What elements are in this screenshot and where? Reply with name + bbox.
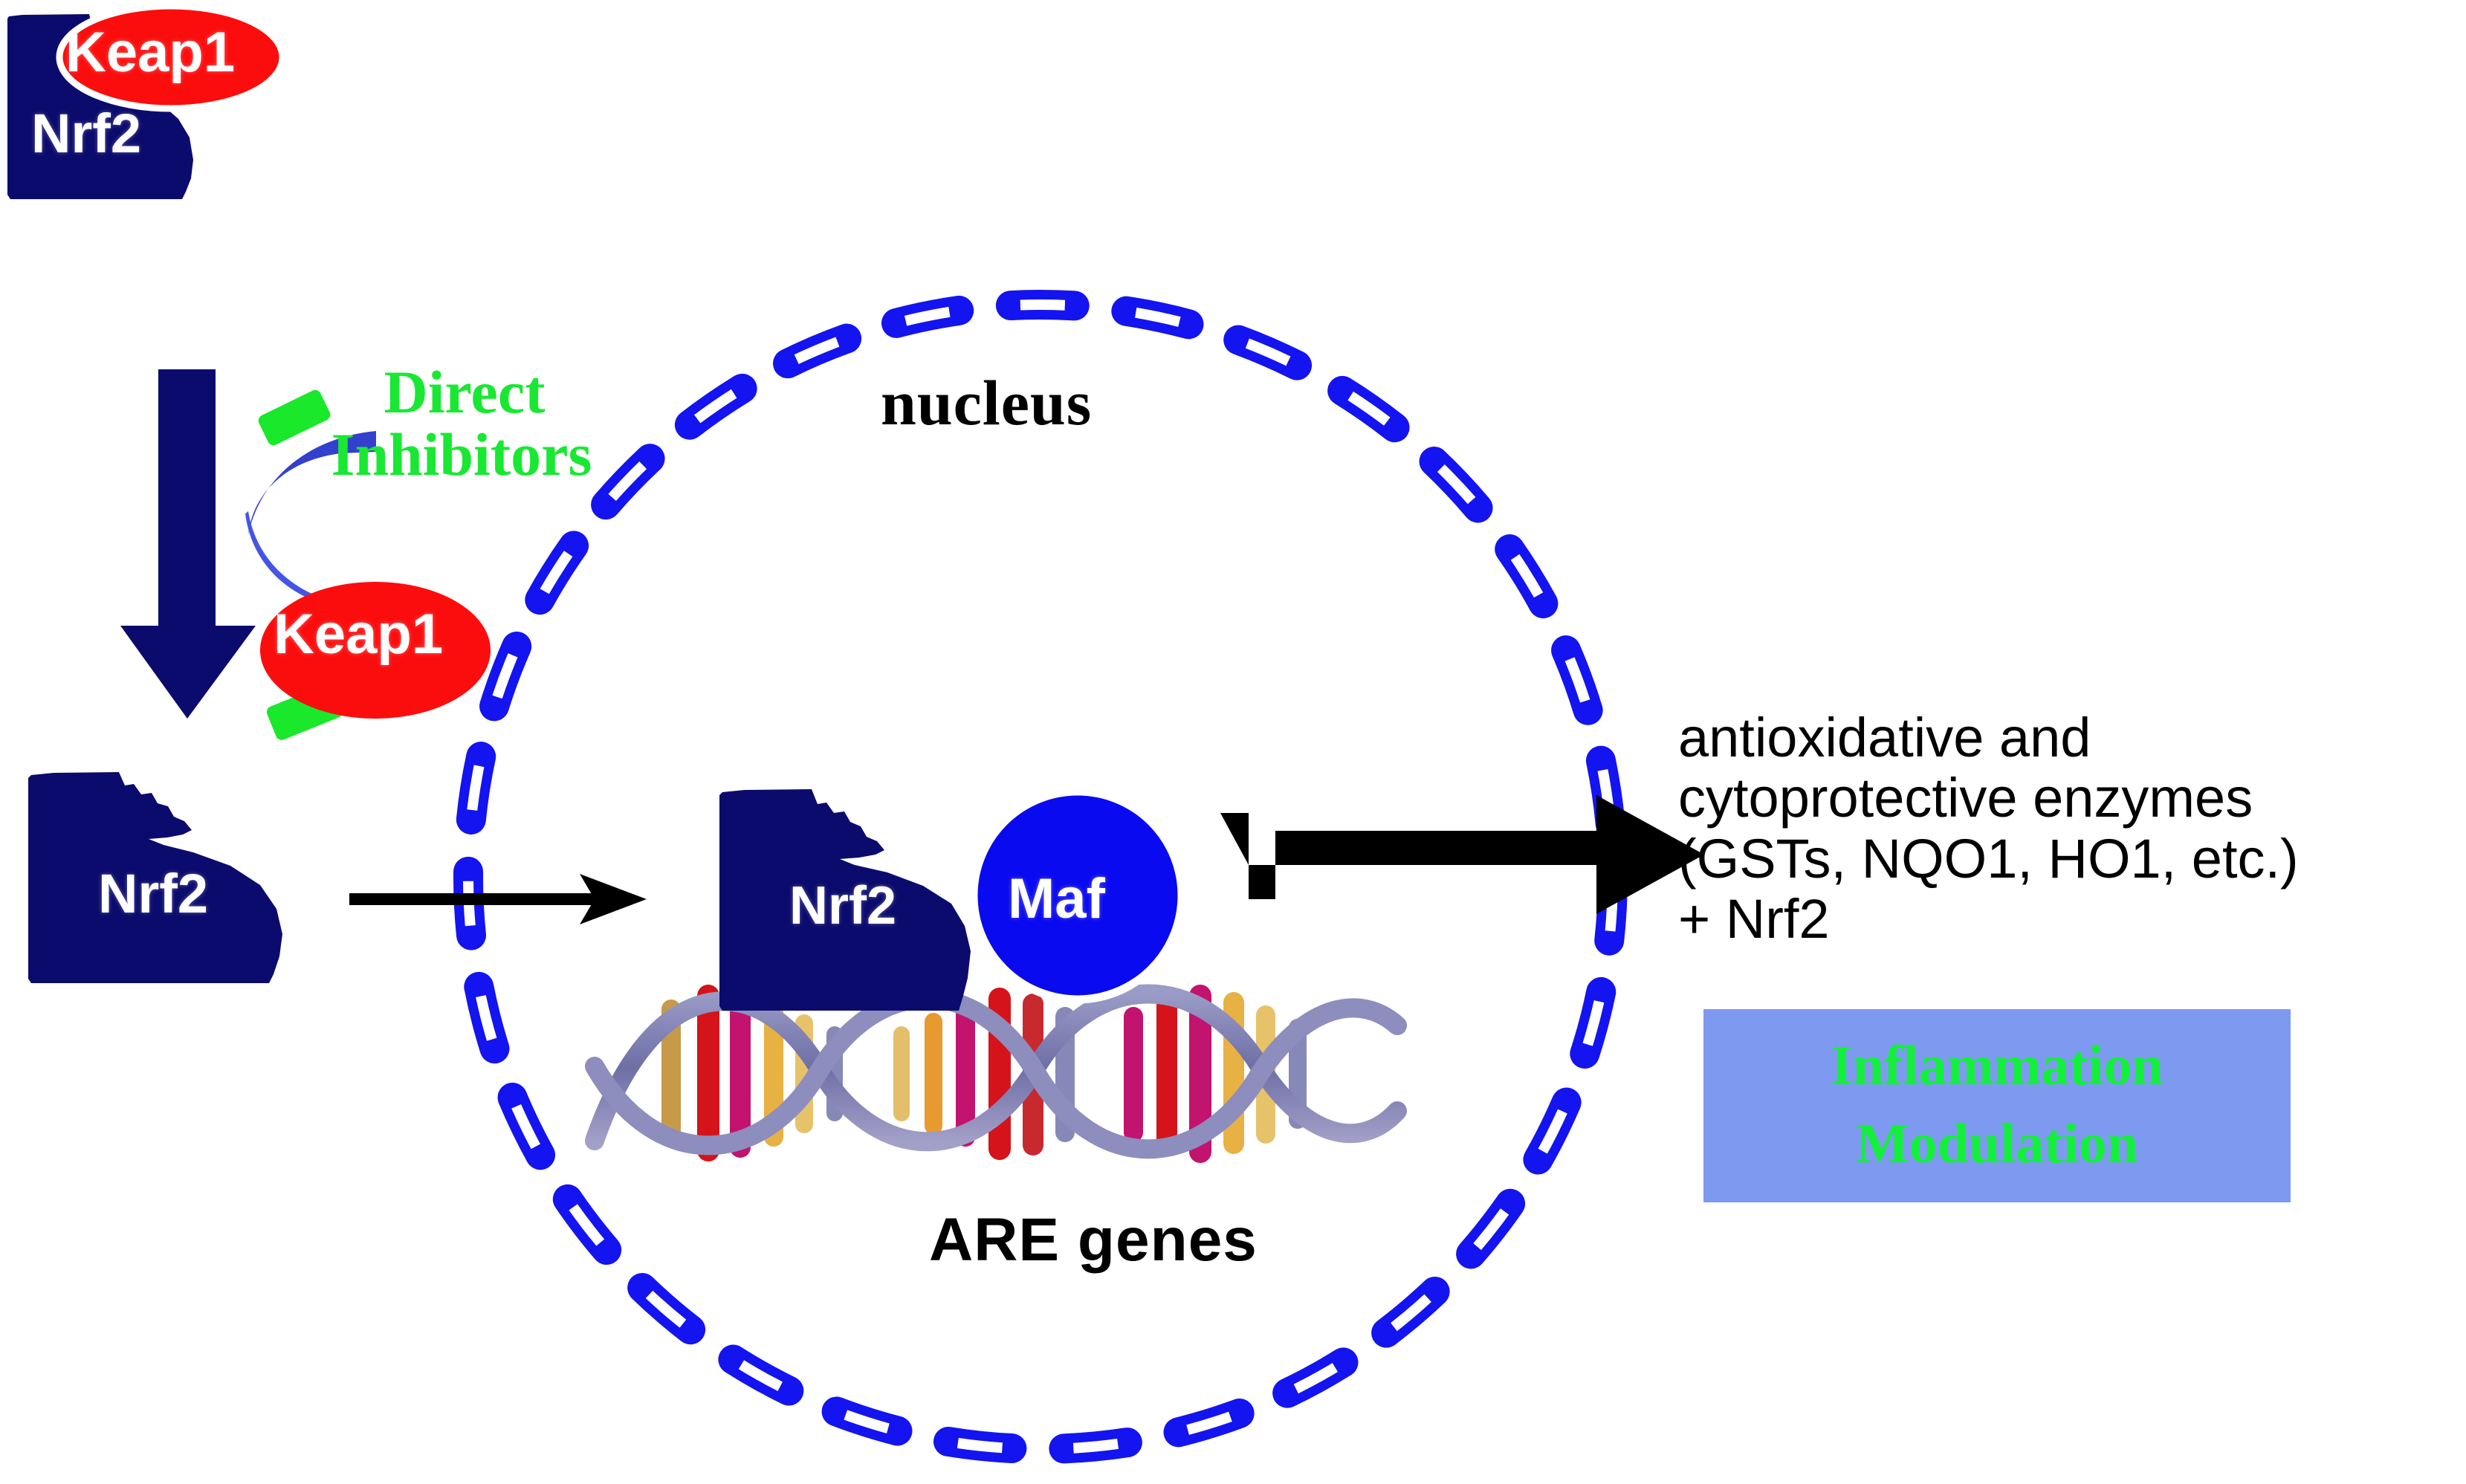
- thick-down-arrow-icon: [120, 369, 256, 719]
- keap1-nrf2-complex-top: [7, 2, 286, 199]
- nrf2-free-protein: [28, 772, 282, 983]
- direct-inhibitors-label: Direct Inhibitors: [308, 361, 621, 485]
- bracket-right-arrow-icon: [1220, 795, 1704, 914]
- direct-inhibitor-green-shape-1: [258, 389, 331, 446]
- maf-protein-circle: [969, 787, 1186, 1004]
- inflammation-line-2: Modulation: [1855, 1112, 2139, 1175]
- output-line-1: antioxidative and: [1678, 707, 2091, 768]
- keap1-protein-shape-top: [56, 2, 286, 112]
- nucleus-label: nucleus: [881, 367, 1093, 438]
- output-line-3: (GSTs, NQO1, HO1, etc.): [1678, 827, 2299, 890]
- output-line-2: cytoprotective enzymes: [1678, 767, 2253, 829]
- keap1-free-protein: [260, 582, 491, 719]
- are-genes-label: ARE genes: [929, 1206, 1258, 1274]
- inflammation-modulation-box: Inflammation Modulation: [1703, 1009, 2291, 1202]
- thin-right-arrow-icon: [349, 874, 647, 924]
- inflammation-line-1: Inflammation: [1831, 1034, 2164, 1097]
- direct-inhibitors-line2: Inhibitors: [331, 420, 592, 488]
- dna-double-helix-icon: [585, 984, 1407, 1163]
- nrf2-nucleus-protein: [719, 789, 971, 1011]
- nucleus-membrane-inner-gap: [463, 299, 1618, 1454]
- nrf2-protein-shape-top: [7, 14, 193, 199]
- direct-inhibitors-line1: Direct: [384, 358, 546, 426]
- output-line-4: + Nrf2: [1678, 888, 1830, 950]
- output-enzymes-text: antioxidative and cytoprotective enzymes…: [1678, 707, 2466, 950]
